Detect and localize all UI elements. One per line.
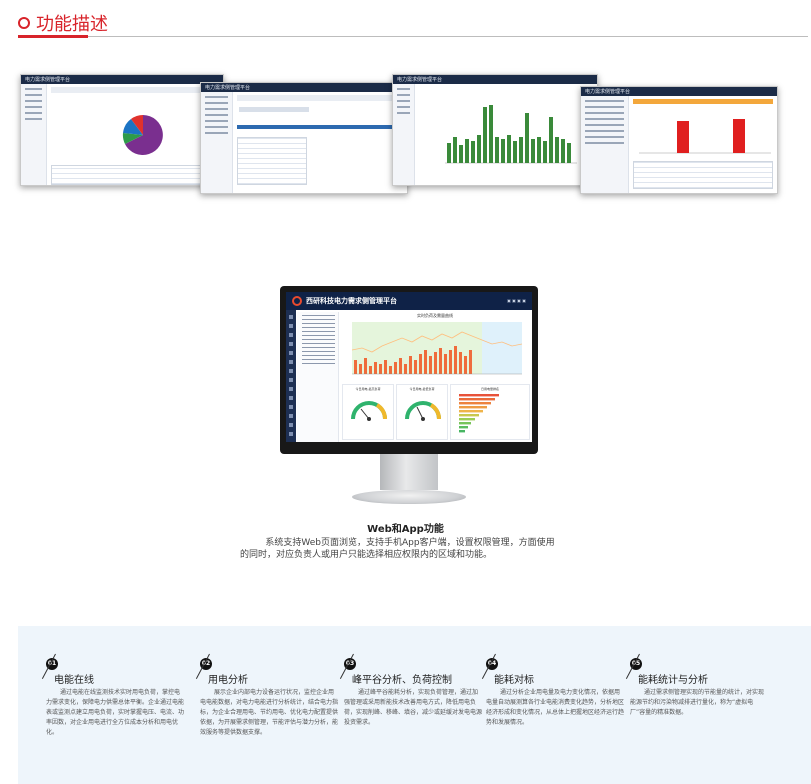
bar-chart-graphic: [639, 119, 771, 154]
feature-name: 能耗对标: [494, 675, 534, 686]
screenshot-data-table: [237, 137, 307, 185]
feature-description: 通过电能在线监测技术实时用电负荷，掌控电力需求变化，保障电力供需总体平衡。企业通…: [46, 689, 185, 736]
screenshot-titlebar: 电力需求侧管理平台: [21, 75, 223, 84]
screenshot-titlebar: 电力需求侧管理平台: [201, 83, 407, 92]
gauge-max-title: 今日用电-最高负荷: [355, 387, 381, 391]
monitor-screen: 西研科技电力需求侧管理平台 ▣ ▣ ▣ ▣ 实时负荷及需量曲线: [286, 292, 532, 442]
web-app-description: 系统支持Web页面浏览，支持手机App客户端，设置权限管理，方面使用 的同时，对…: [240, 537, 580, 561]
ranking-bars: [459, 394, 499, 433]
screenshot-titlebar: 电力需求侧管理平台: [393, 75, 597, 84]
dashboard-tree: [297, 312, 339, 442]
load-chart-panel: 实时负荷及需量曲线: [342, 312, 528, 382]
screenshot-bar-chart: 电力需求侧管理平台: [392, 74, 598, 186]
web-app-desc-line2: 的同时，对应负责人或用户只能选择相应权限内的区域和功能。: [240, 550, 493, 560]
screenshot-sidebar: [21, 84, 47, 185]
feature-name: 能耗统计与分析: [638, 675, 708, 686]
screenshot-pie-chart: 电力需求侧管理平台: [20, 74, 224, 186]
screenshot-toolbar: [237, 95, 403, 101]
dashboard-topbar: 西研科技电力需求侧管理平台 ▣ ▣ ▣ ▣: [286, 292, 532, 310]
feature-name: 电能在线: [54, 675, 94, 686]
monitor-stand-base: [352, 490, 466, 504]
feature-name: 用电分析: [208, 675, 248, 686]
gauge-max-dial: [351, 401, 388, 421]
screenshot-sidebar: [393, 84, 415, 185]
features-band: [18, 626, 811, 784]
header-divider: [18, 36, 808, 37]
header-accent-underline: [18, 35, 88, 38]
screenshot-titlebar: 电力需求侧管理平台: [581, 87, 777, 96]
screenshot-table-view: 电力需求侧管理平台: [200, 82, 408, 194]
ranking-panel: 日用电量排名: [450, 384, 530, 440]
ranking-title: 日用电量排名: [480, 387, 499, 391]
screenshot-toolbar: [51, 87, 219, 93]
screenshot-data-table: [633, 161, 773, 189]
gauge-min-title: 今日用电-最低负荷: [409, 387, 435, 391]
dashboard-user-info: ▣ ▣ ▣ ▣: [507, 298, 526, 303]
screenshot-toolbar: [633, 99, 773, 104]
gauge-panel-min: 今日用电-最低负荷: [396, 384, 448, 440]
feature-description: 展示企业内部电力设备运行状况，监控企业用电电能数据，对电力电能进行分析统计，结合…: [200, 689, 339, 736]
web-app-desc-line1: 系统支持Web页面浏览，支持手机App客户端，设置权限管理，方面使用: [265, 538, 555, 548]
screenshot-data-table: [51, 165, 219, 185]
brand-logo-icon: [292, 296, 302, 306]
dashboard-icon-rail: [286, 310, 296, 442]
load-chart-title: 实时负荷及需量曲线: [417, 313, 453, 318]
load-curve-chart: [351, 322, 523, 375]
screenshot-compare-chart: 电力需求侧管理平台: [580, 86, 778, 194]
monitor-stand-neck: [380, 454, 438, 490]
feature-description: 通过峰平谷能耗分析，实现负荷管理，通过加强管理或采用新能技术改善用电方式，降低用…: [344, 689, 483, 726]
feature-description: 通过需求侧管理实现的节能量的统计，对实现能源节约和污染物减排进行量化，称为“虚拟…: [630, 689, 765, 716]
monitor-frame: 西研科技电力需求侧管理平台 ▣ ▣ ▣ ▣ 实时负荷及需量曲线: [280, 286, 538, 454]
gauge-panel-max: 今日用电-最高负荷: [342, 384, 394, 440]
dashboard-title: 西研科技电力需求侧管理平台: [306, 297, 397, 305]
feature-name: 峰平谷分析、负荷控制: [352, 675, 452, 686]
pie-chart-graphic: [122, 115, 163, 155]
section-title: 功能描述: [36, 14, 108, 35]
circle-bullet-icon: [18, 17, 30, 29]
section-header: 功能描述: [18, 8, 108, 38]
screenshot-sidebar: [581, 96, 629, 193]
bar-chart-graphic: [445, 105, 577, 164]
web-app-title: Web和App功能: [367, 524, 444, 535]
gauge-min-dial: [405, 401, 442, 421]
feature-description: 通过分析企业用电量及电力变化情况，依据用电量自动展测算各行业电能消费变化趋势，分…: [486, 689, 625, 726]
screenshot-sidebar: [201, 92, 233, 193]
